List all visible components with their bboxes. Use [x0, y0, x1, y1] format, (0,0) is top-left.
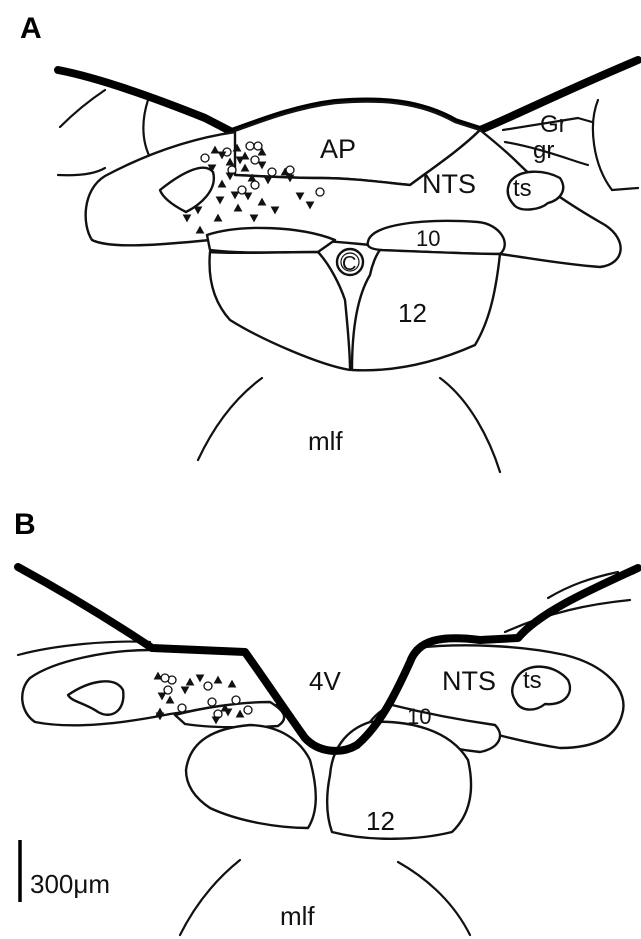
open-circle-marker [246, 142, 254, 150]
mlf-right-boundary-b [398, 862, 470, 935]
label-mlf: mlf [308, 426, 343, 456]
mlf-left-boundary-b [180, 860, 240, 935]
label-vagal-nucleus-b: 10 [407, 704, 431, 729]
right-lower-contour [612, 188, 638, 190]
open-circle-marker [201, 154, 209, 162]
open-circle-marker [268, 168, 276, 176]
right-outer-contour [593, 100, 612, 190]
left-lower-contour [58, 168, 105, 175]
mlf-right-boundary [440, 378, 500, 472]
open-circle-marker [208, 698, 216, 706]
open-circle-marker [178, 704, 186, 712]
label-solitary-tract: ts [513, 175, 532, 202]
panel-letter-a: A [20, 12, 42, 45]
label-nts-b: NTS [442, 666, 496, 696]
left-hypoglossal-nucleus [210, 252, 350, 370]
open-circle-marker [251, 181, 259, 189]
label-nts: NTS [422, 169, 476, 199]
label-fourth-ventricle: 4V [309, 666, 341, 696]
label-gracile-upper: Gr [540, 111, 567, 138]
open-circle-marker [251, 156, 259, 164]
left-hypoglossal-nucleus-b [186, 725, 316, 828]
open-circle-marker [254, 142, 262, 150]
scale-bar-label: 300μm [30, 869, 110, 899]
label-mlf-b: mlf [280, 901, 315, 931]
label-solitary-tract-b: ts [523, 667, 542, 694]
open-circle-marker [161, 674, 169, 682]
open-circle-marker [316, 188, 324, 196]
label-area-postrema: AP [320, 134, 356, 164]
label-gracile-lower: gr [533, 137, 554, 164]
open-circle-marker [244, 706, 252, 714]
label-vagal-nucleus: 10 [416, 226, 440, 251]
label-hypoglossal-nucleus-b: 12 [366, 806, 395, 836]
right-hypoglossal-nucleus-b [327, 722, 471, 839]
open-circle-marker [204, 682, 212, 690]
panel-letter-b: B [14, 508, 36, 541]
panel-a: A AP NTS ts Gr [20, 12, 638, 472]
label-central-canal: C [342, 253, 356, 275]
open-circle-marker [232, 696, 240, 704]
scale-bar: 300μm [20, 840, 110, 902]
label-hypoglossal-nucleus: 12 [398, 298, 427, 328]
mlf-left-boundary [198, 378, 262, 460]
left-outer-contour [60, 90, 105, 127]
